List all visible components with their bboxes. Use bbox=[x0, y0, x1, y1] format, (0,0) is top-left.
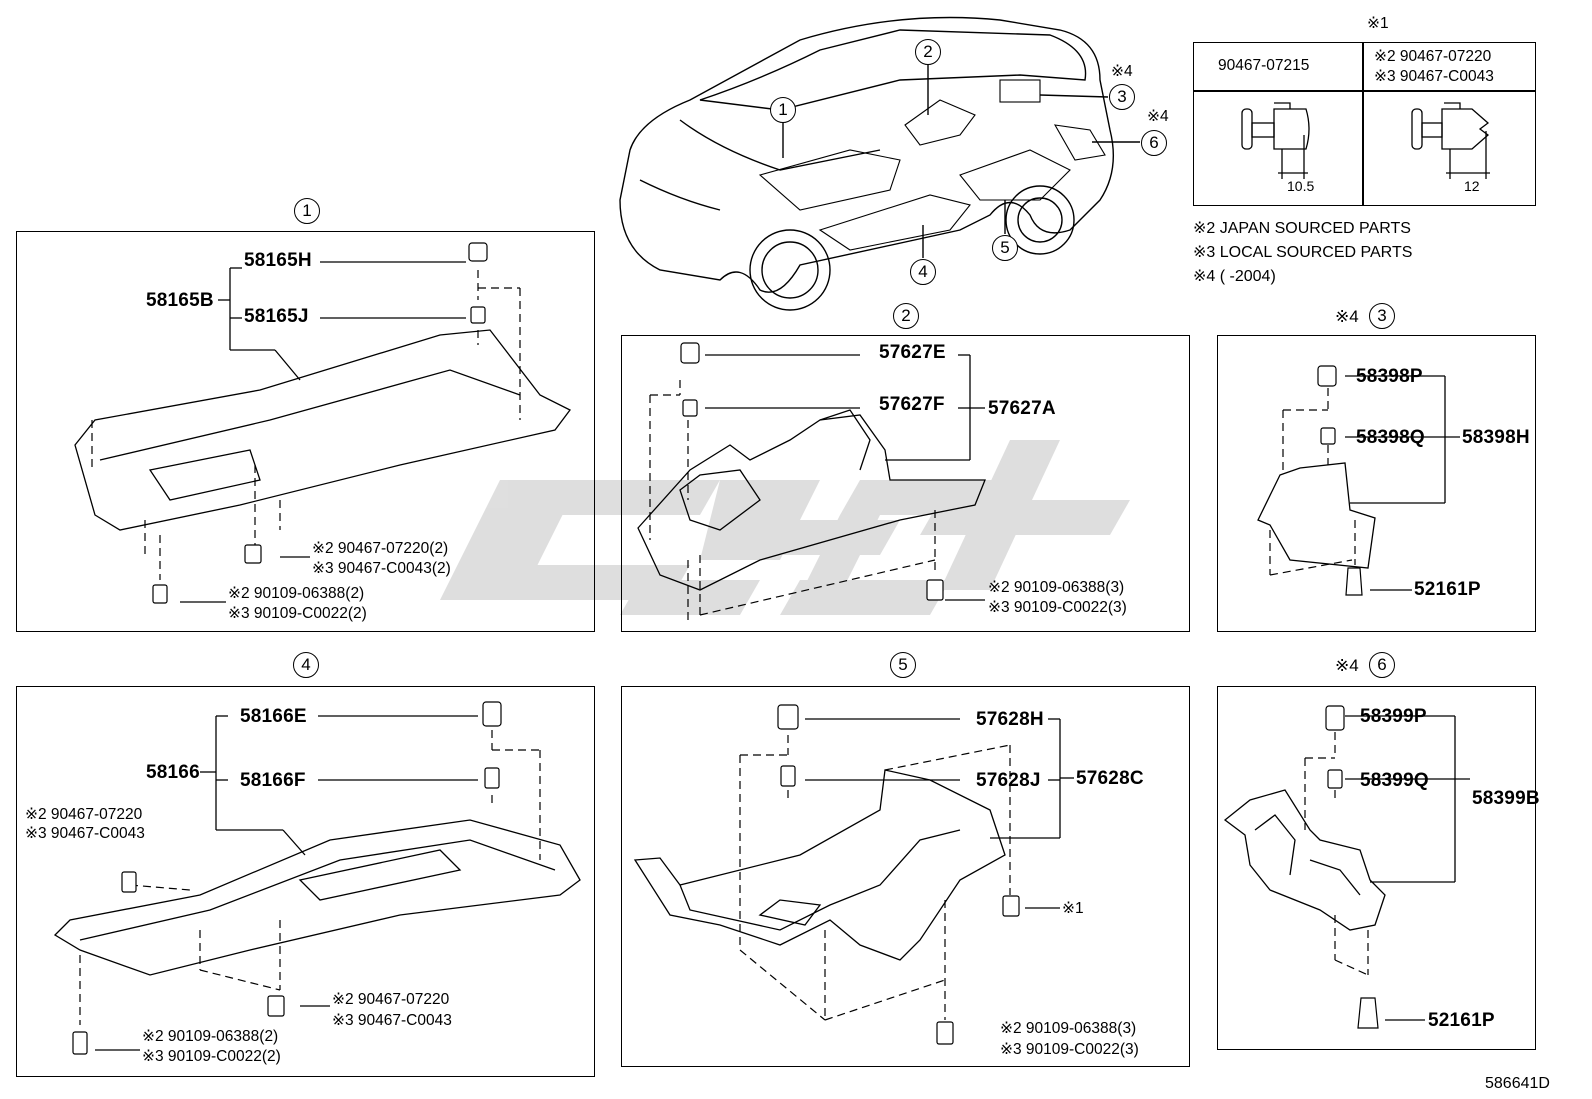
s2-part-b-label: 57627F bbox=[879, 394, 945, 415]
section-6-panel bbox=[1217, 686, 1536, 1050]
overview-callout-5: 5 bbox=[992, 235, 1018, 261]
legend-mark: ※1 bbox=[1367, 15, 1389, 32]
s6-clip-label: 52161P bbox=[1428, 1010, 1495, 1031]
s4-fastener-bot-2: ※2 90109-06388(2) bbox=[142, 1028, 279, 1045]
overview-mark4-b: ※4 bbox=[1147, 108, 1169, 125]
diagram-code: 586641D bbox=[1485, 1075, 1550, 1092]
note-date-range: ※4 ( -2004) bbox=[1193, 268, 1276, 285]
overview-callout-3: 3 bbox=[1109, 84, 1135, 110]
s2-assembly-label: 57627A bbox=[988, 398, 1056, 419]
legend-left-part: 90467-07215 bbox=[1218, 57, 1310, 74]
s4-part-b-label: 58166F bbox=[240, 770, 306, 791]
s4-part-a-label: 58166E bbox=[240, 706, 307, 727]
s5-part-b-label: 57628J bbox=[976, 770, 1041, 791]
section-5-panel bbox=[621, 686, 1190, 1067]
s1-fastener-bot-2: ※2 90109-06388(2) bbox=[228, 585, 365, 602]
s6-assembly-label: 58399B bbox=[1472, 788, 1540, 809]
s3-assembly-label: 58398H bbox=[1462, 427, 1530, 448]
s6-mark: ※4 bbox=[1335, 656, 1359, 675]
s2-fastener-2: ※2 90109-06388(3) bbox=[988, 579, 1125, 596]
legend-right-part-3: ※3 90467-C0043 bbox=[1374, 68, 1494, 85]
section-3-panel bbox=[1217, 335, 1536, 632]
section-3-index: 3 bbox=[1369, 303, 1395, 329]
note-local-parts: ※3 LOCAL SOURCED PARTS bbox=[1193, 244, 1413, 261]
section-2-panel bbox=[621, 335, 1190, 632]
section-1-panel bbox=[16, 231, 595, 632]
s5-ref-mark: ※1 bbox=[1062, 900, 1084, 917]
overview-callout-1: 1 bbox=[770, 97, 796, 123]
s4-assembly-label: 58166 bbox=[146, 762, 200, 783]
s1-part-a-label: 58165H bbox=[244, 250, 312, 271]
overview-callout-4: 4 bbox=[910, 259, 936, 285]
section-5-index: 5 bbox=[890, 652, 916, 678]
s1-fastener-top-2: ※2 90467-07220(2) bbox=[312, 540, 449, 557]
s4-fastener-side-3: ※3 90467-C0043 bbox=[25, 825, 145, 842]
s2-part-a-label: 57627E bbox=[879, 342, 946, 363]
s1-fastener-top-3: ※3 90467-C0043(2) bbox=[312, 560, 451, 577]
s5-fastener-2: ※2 90109-06388(3) bbox=[1000, 1020, 1137, 1037]
s1-part-b-label: 58165J bbox=[244, 306, 309, 327]
s3-part-b-label: 58398Q bbox=[1356, 427, 1425, 448]
section-2-index: 2 bbox=[893, 303, 919, 329]
legend-dim-left: 10.5 bbox=[1287, 178, 1315, 194]
s1-fastener-bot-3: ※3 90109-C0022(2) bbox=[228, 605, 367, 622]
s1-assembly-label: 58165B bbox=[146, 290, 214, 311]
section-4-panel bbox=[16, 686, 595, 1077]
s6-part-b-label: 58399Q bbox=[1360, 770, 1429, 791]
s3-clip-label: 52161P bbox=[1414, 579, 1481, 600]
s4-fastener-mid-3: ※3 90467-C0043 bbox=[332, 1012, 452, 1029]
legend-right-part-2: ※2 90467-07220 bbox=[1374, 48, 1492, 65]
s5-assembly-label: 57628C bbox=[1076, 768, 1144, 789]
s4-fastener-side-2: ※2 90467-07220 bbox=[25, 806, 143, 823]
overview-mark4-a: ※4 bbox=[1111, 63, 1133, 80]
overview-callout-2: 2 bbox=[915, 39, 941, 65]
section-4-index: 4 bbox=[293, 652, 319, 678]
s4-fastener-bot-3: ※3 90109-C0022(2) bbox=[142, 1048, 281, 1065]
s6-part-a-label: 58399P bbox=[1360, 706, 1427, 727]
s5-part-a-label: 57628H bbox=[976, 709, 1044, 730]
note-japan-parts: ※2 JAPAN SOURCED PARTS bbox=[1193, 220, 1411, 237]
s5-fastener-3: ※3 90109-C0022(3) bbox=[1000, 1041, 1139, 1058]
s3-part-a-label: 58398P bbox=[1356, 366, 1423, 387]
s4-fastener-mid-2: ※2 90467-07220 bbox=[332, 991, 450, 1008]
section-6-index: 6 bbox=[1369, 652, 1395, 678]
section-1-index: 1 bbox=[294, 198, 320, 224]
s2-fastener-3: ※3 90109-C0022(3) bbox=[988, 599, 1127, 616]
clip-drawings bbox=[1241, 102, 1490, 179]
legend-table: 90467-07215 ※2 90467-07220 ※3 90467-C004… bbox=[1193, 42, 1536, 206]
s3-mark: ※4 bbox=[1335, 307, 1359, 326]
overview-callout-6: 6 bbox=[1141, 130, 1167, 156]
legend-dim-right: 12 bbox=[1464, 178, 1480, 194]
